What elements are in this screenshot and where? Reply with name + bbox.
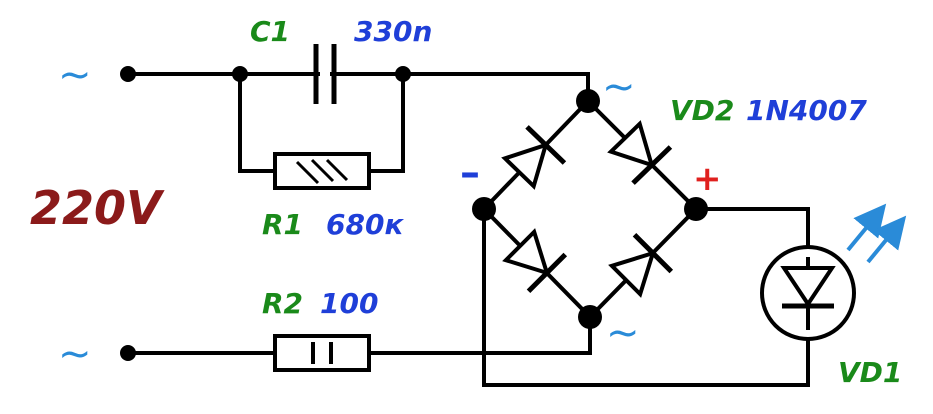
capacitor-c1 (313, 44, 337, 104)
diode-bridge-top-left (501, 125, 567, 190)
ac-symbol-bottom-input: ~ (58, 331, 92, 377)
terminal-top (120, 66, 136, 82)
junction-c1-right (395, 66, 411, 82)
ac-symbol-top-input: ~ (58, 52, 92, 98)
label-r2-value: 100 (320, 287, 378, 320)
junction-bridge-left (472, 197, 496, 221)
label-r1-name: R1 (262, 208, 303, 241)
junction-bridge-bottom (578, 305, 602, 329)
label-vd1-name: VD1 (838, 356, 902, 389)
label-vd2-value: 1N4007 (746, 94, 867, 127)
resistor-r2 (273, 334, 371, 372)
terminal-bottom (120, 345, 136, 361)
label-r1-value: 680к (326, 208, 404, 241)
label-minus: – (460, 150, 480, 196)
label-voltage: 220V (30, 181, 165, 235)
diode-bridge-bottom-right (608, 232, 674, 298)
junction-bridge-top (576, 89, 600, 113)
label-vd2-name: VD2 (670, 94, 734, 127)
light-arrows-icon (846, 203, 907, 264)
diode-bridge-top-right (607, 120, 673, 185)
ac-symbol-bridge-bottom: ~ (606, 310, 640, 356)
diode-bridge-bottom-left (502, 228, 568, 294)
label-c1-value: 330n (354, 15, 432, 48)
ac-symbol-bridge-top: ~ (602, 64, 636, 110)
led-vd1 (760, 245, 856, 341)
junctions (120, 66, 708, 361)
junction-c1-left (232, 66, 248, 82)
resistor-r1 (273, 152, 371, 190)
label-plus: + (693, 159, 722, 199)
junction-bridge-right (684, 197, 708, 221)
label-r2-name: R2 (262, 287, 303, 320)
label-c1-name: C1 (250, 15, 290, 48)
